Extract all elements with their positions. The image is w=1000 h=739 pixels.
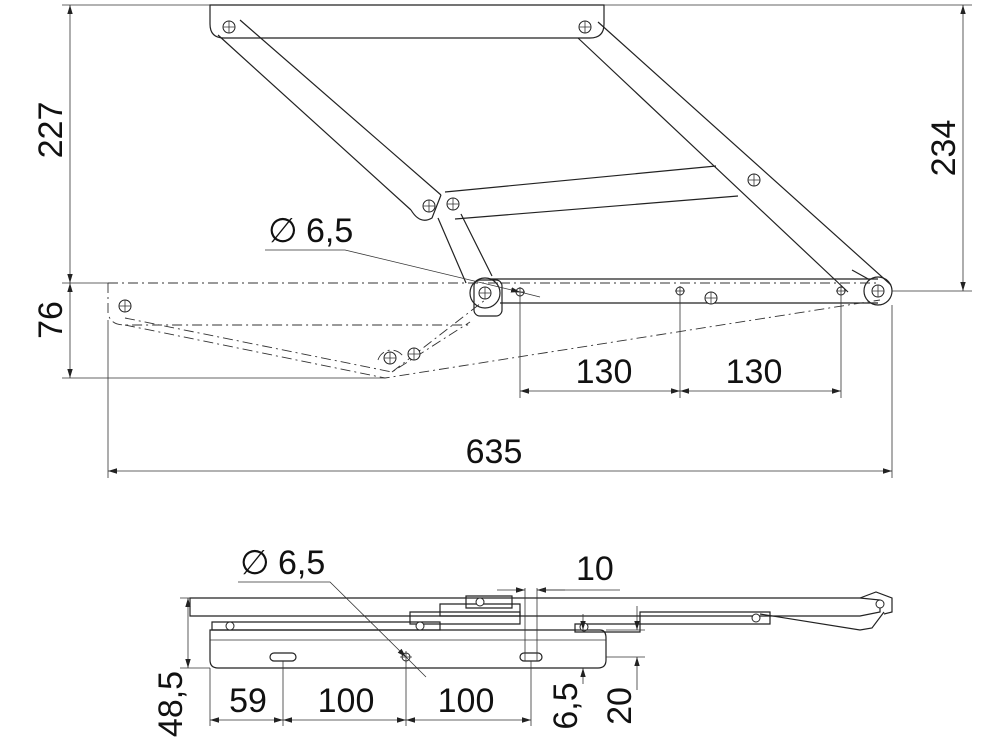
dim-227: 227 — [32, 4, 210, 284]
dim-hole-diameter: ∅ 6,5 — [265, 212, 541, 298]
dim-10-label: 10 — [576, 550, 614, 588]
dim-100-left-label: 100 — [318, 682, 375, 720]
dim-48-5: 48,5 — [152, 597, 210, 737]
dim-130-left-label: 130 — [576, 353, 633, 391]
dim-20-label: 20 — [601, 687, 639, 725]
dim-227-label: 227 — [32, 102, 70, 159]
right-diagonal-arm — [577, 21, 892, 293]
dim-48-5-label: 48,5 — [152, 671, 190, 737]
dim-6-5-vertical-label: 6,5 — [547, 682, 585, 729]
dim-76-label: 76 — [32, 301, 70, 339]
side-link-plates — [189, 591, 893, 633]
dim-10: 10 — [497, 550, 620, 661]
dim-side-hole-diameter-label: 6,5 — [278, 544, 325, 582]
dim-20: 20 — [601, 606, 645, 725]
top-plate — [209, 4, 605, 39]
diameter-symbol: ∅ — [268, 212, 298, 250]
dim-234: 234 — [604, 4, 972, 292]
left-link-arm — [217, 19, 460, 221]
main-pivot — [469, 277, 503, 317]
short-strut — [437, 213, 493, 284]
dim-635-label: 635 — [466, 433, 523, 471]
dim-6-5-vertical: 6,5 — [547, 614, 590, 730]
dim-130-spacing: 130 130 — [519, 296, 842, 398]
dim-234-label: 234 — [925, 120, 963, 177]
dim-130-right-label: 130 — [726, 353, 783, 391]
dim-side-hole-diameter: ∅ 6,5 — [238, 544, 427, 678]
top-view: 227 234 76 ∅ 6,5 130 130 — [32, 4, 972, 478]
side-base-channel — [209, 629, 607, 669]
crossbar — [444, 165, 739, 220]
dim-76: 76 — [32, 283, 385, 379]
dim-635: 635 — [107, 305, 893, 478]
side-diameter-symbol: ∅ — [240, 544, 270, 582]
dim-hole-diameter-label: 6,5 — [306, 212, 353, 250]
base-bar — [490, 269, 893, 306]
dim-bottom-offsets: 59 100 100 — [209, 661, 532, 726]
dim-59-label: 59 — [229, 682, 267, 720]
side-view: 48,5 59 100 100 ∅ 6,5 10 — [152, 544, 893, 737]
dim-100-right-label: 100 — [438, 682, 495, 720]
